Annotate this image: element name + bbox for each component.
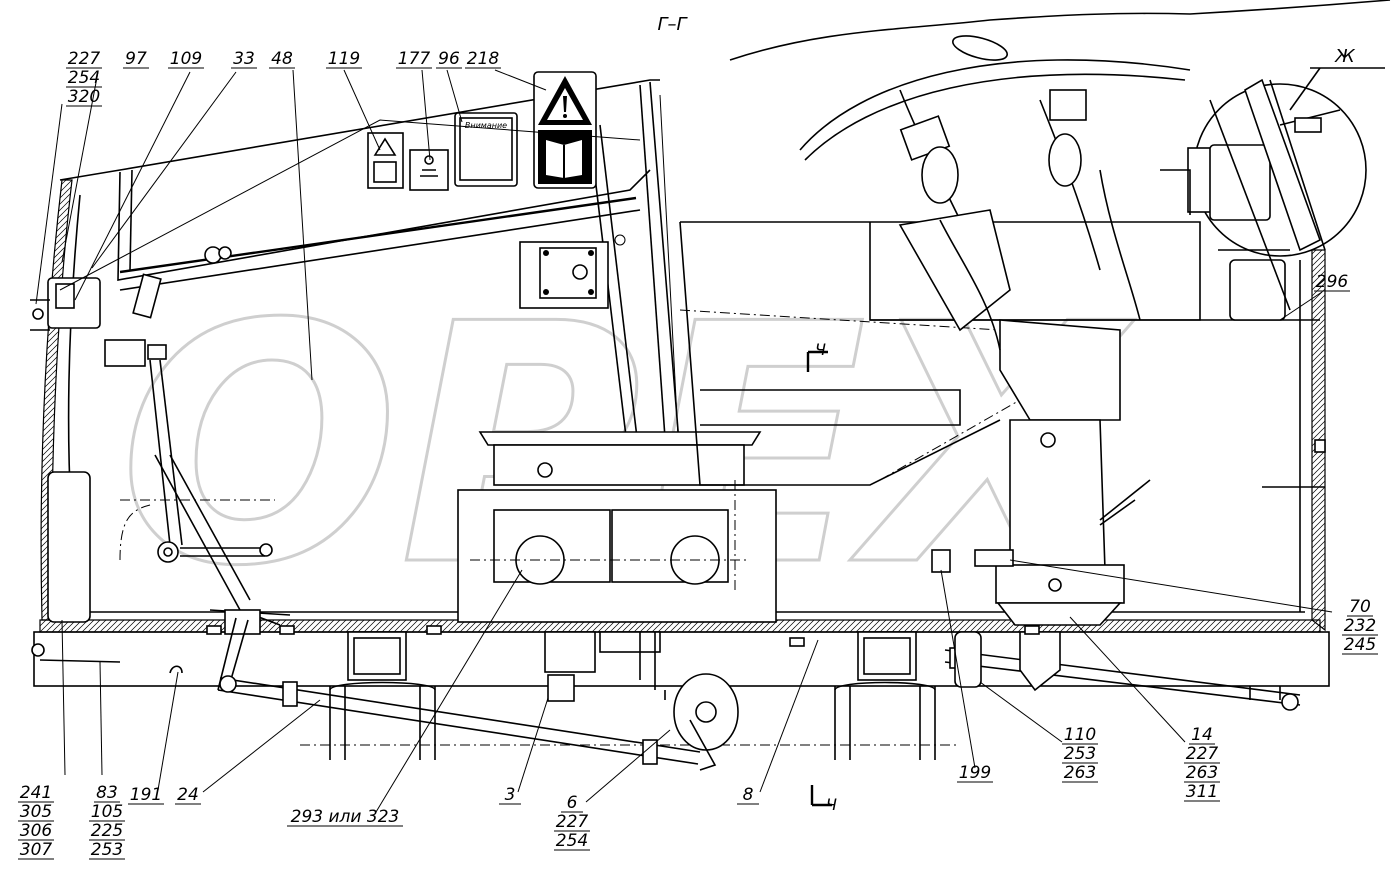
callout-33: 33	[231, 49, 257, 69]
callout-number: 119	[328, 49, 360, 69]
steering	[799, 35, 1191, 581]
callout-number: 48	[271, 49, 293, 69]
callout-number: 263	[1064, 763, 1096, 783]
seat-sign-177	[409, 149, 449, 191]
callout-296: 296	[1314, 272, 1350, 292]
svg-text:Ч: Ч	[826, 795, 837, 814]
callout-number: 24	[177, 785, 199, 805]
callout-199: 199	[957, 763, 993, 783]
hazard-sign-218	[533, 71, 597, 189]
callout-number: 227	[68, 49, 101, 69]
callout-number: 307	[20, 840, 53, 860]
callout-number: 245	[1344, 635, 1376, 655]
cab-outline	[33, 0, 1391, 687]
callout-177: 177	[396, 49, 432, 69]
callout-24: 24	[175, 785, 201, 805]
callout-number: 177	[398, 49, 431, 69]
callout-number: 218	[467, 49, 500, 69]
callout-number: 199	[959, 763, 991, 783]
callout-number: 96	[438, 49, 460, 69]
mirror-bracket	[30, 277, 101, 331]
bracket-70	[974, 549, 1014, 567]
underframe	[31, 625, 1301, 771]
pedal-base	[995, 564, 1125, 626]
callout-97: 97	[123, 49, 149, 69]
leader-lines	[35, 69, 1333, 813]
callout-number: 105	[91, 802, 123, 822]
left-tank	[47, 471, 91, 623]
callout-number: 254	[556, 831, 588, 851]
callout-number: 225	[91, 821, 123, 841]
callout-number: 320	[68, 87, 100, 107]
callout-number: 227	[556, 812, 589, 832]
attention-sign-96: Внимание	[454, 112, 518, 187]
door-frame	[117, 81, 683, 481]
callout-number: 6	[567, 793, 578, 813]
svg-text:Ж: Ж	[1334, 46, 1355, 67]
section-mark-top: Ч	[815, 340, 826, 359]
door-mechanism	[104, 273, 291, 691]
section-mark-bottom: Ч	[810, 785, 837, 814]
callout-number: 110	[1064, 725, 1096, 745]
callout-number: 305	[20, 802, 52, 822]
callout-number: 8	[743, 785, 754, 805]
callout-number: 33	[233, 49, 255, 69]
callout-number: 191	[130, 785, 162, 805]
callout-number: 232	[1344, 616, 1376, 636]
warning-sign-119	[367, 132, 404, 189]
callout-number: 97	[125, 49, 147, 69]
callout-number: 306	[20, 821, 53, 841]
callout-96: 96	[436, 49, 462, 69]
callout-3: 3	[499, 785, 521, 805]
detail-view-zh	[1160, 78, 1367, 321]
callout-number: 254	[68, 68, 100, 88]
callout-number: 3	[505, 785, 516, 805]
callout-218: 218	[465, 49, 501, 69]
callout-number: 253	[91, 840, 123, 860]
callout-number: 70	[1349, 597, 1371, 617]
mount-plate	[519, 234, 626, 309]
callout-number: 263	[1186, 763, 1218, 783]
callout-number: 311	[1186, 782, 1218, 802]
callout-191: 191	[128, 785, 164, 805]
attention-sign-text: Внимание	[465, 121, 507, 130]
callout-number: 241	[20, 783, 52, 803]
callout-number: 253	[1064, 744, 1096, 764]
part-199	[931, 549, 951, 573]
right-latch	[1314, 439, 1326, 453]
callout-48: 48	[269, 49, 295, 69]
view-label-zh: Ж	[1289, 46, 1385, 111]
callout-number: 227	[1186, 744, 1219, 764]
callout-8: 8	[737, 785, 759, 805]
callout-number: 14	[1191, 725, 1213, 745]
callout-number: 293 или 323	[291, 807, 400, 827]
engine-cover: Ч	[679, 221, 1320, 486]
callout-293: 293 или 323	[287, 807, 403, 827]
callout-109: 109	[168, 49, 204, 69]
section-title: Г–Г	[657, 14, 688, 35]
callout-number: 109	[170, 49, 202, 69]
callout-number: 296	[1316, 272, 1349, 292]
callout-number: 83	[96, 783, 118, 803]
callout-119: 119	[326, 49, 362, 69]
driver-seat	[457, 431, 777, 623]
